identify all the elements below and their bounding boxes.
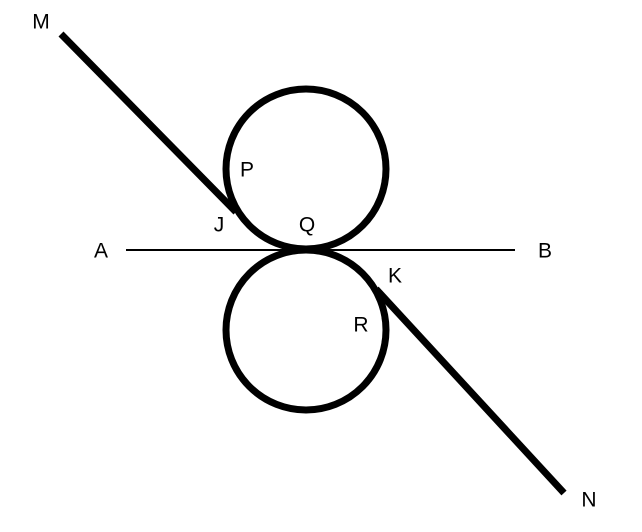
label-a: A [94, 240, 108, 263]
label-r: R [353, 314, 368, 337]
label-b: B [538, 240, 552, 263]
label-j: J [214, 214, 225, 237]
segment-m-j [58, 31, 239, 215]
circle-lower [222, 246, 390, 414]
label-n: N [581, 489, 596, 512]
label-m: M [32, 11, 50, 34]
segment-k-n [373, 286, 567, 496]
label-q: Q [299, 214, 315, 237]
label-p: P [240, 159, 254, 182]
label-k: K [388, 265, 402, 288]
